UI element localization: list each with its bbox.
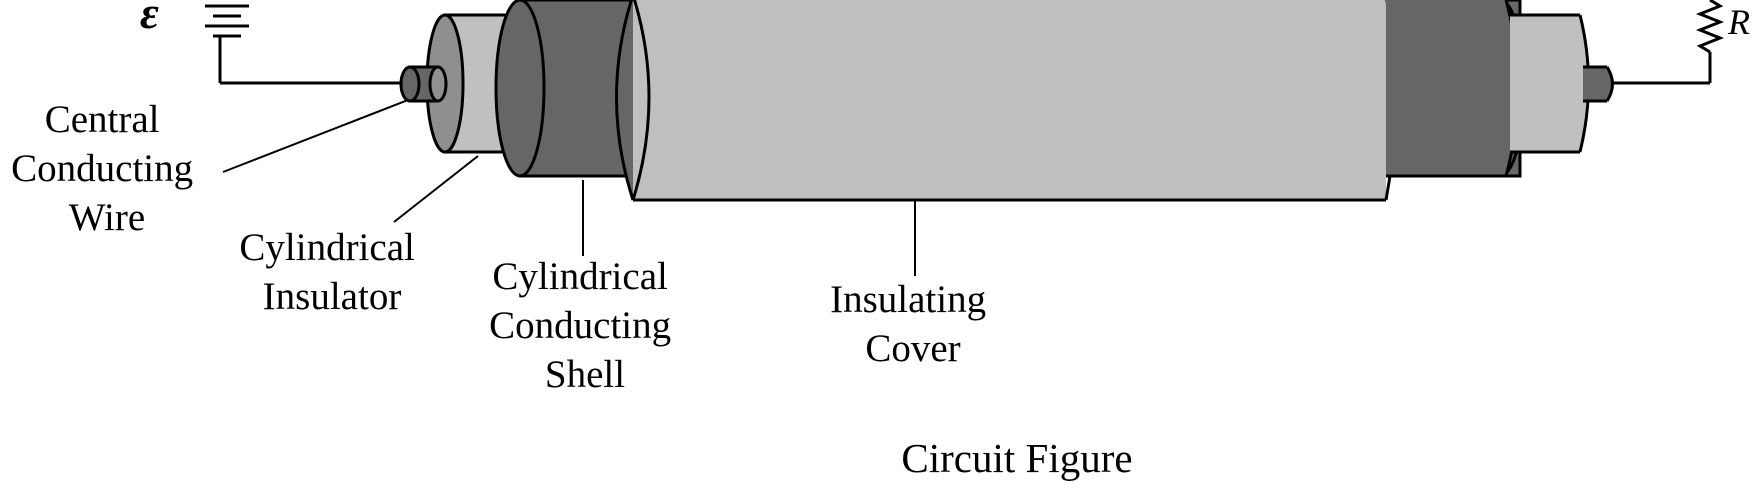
wire-right-end: [1583, 65, 1614, 103]
figure-caption: Circuit Figure: [901, 435, 1132, 481]
label-cover: Insulating Cover: [830, 278, 996, 370]
label-insulator: Cylindrical Insulator: [239, 226, 424, 318]
resistor-symbol: [1612, 0, 1725, 85]
central-conducting-wire: [399, 65, 448, 103]
label-central-wire: Central Conducting Wire: [11, 98, 203, 239]
insulator-right-end: [1510, 13, 1590, 154]
battery-symbol: [205, 4, 410, 85]
label-shell: Cylindrical Conducting Shell: [489, 255, 681, 396]
insulating-cover: [615, 0, 1397, 202]
shell-right-end: [1386, 0, 1520, 178]
resistor-symbol-label: R: [1727, 2, 1750, 42]
leader-central-wire: [222, 99, 409, 173]
leader-insulator: [393, 155, 479, 223]
emf-symbol: ε: [140, 0, 159, 38]
